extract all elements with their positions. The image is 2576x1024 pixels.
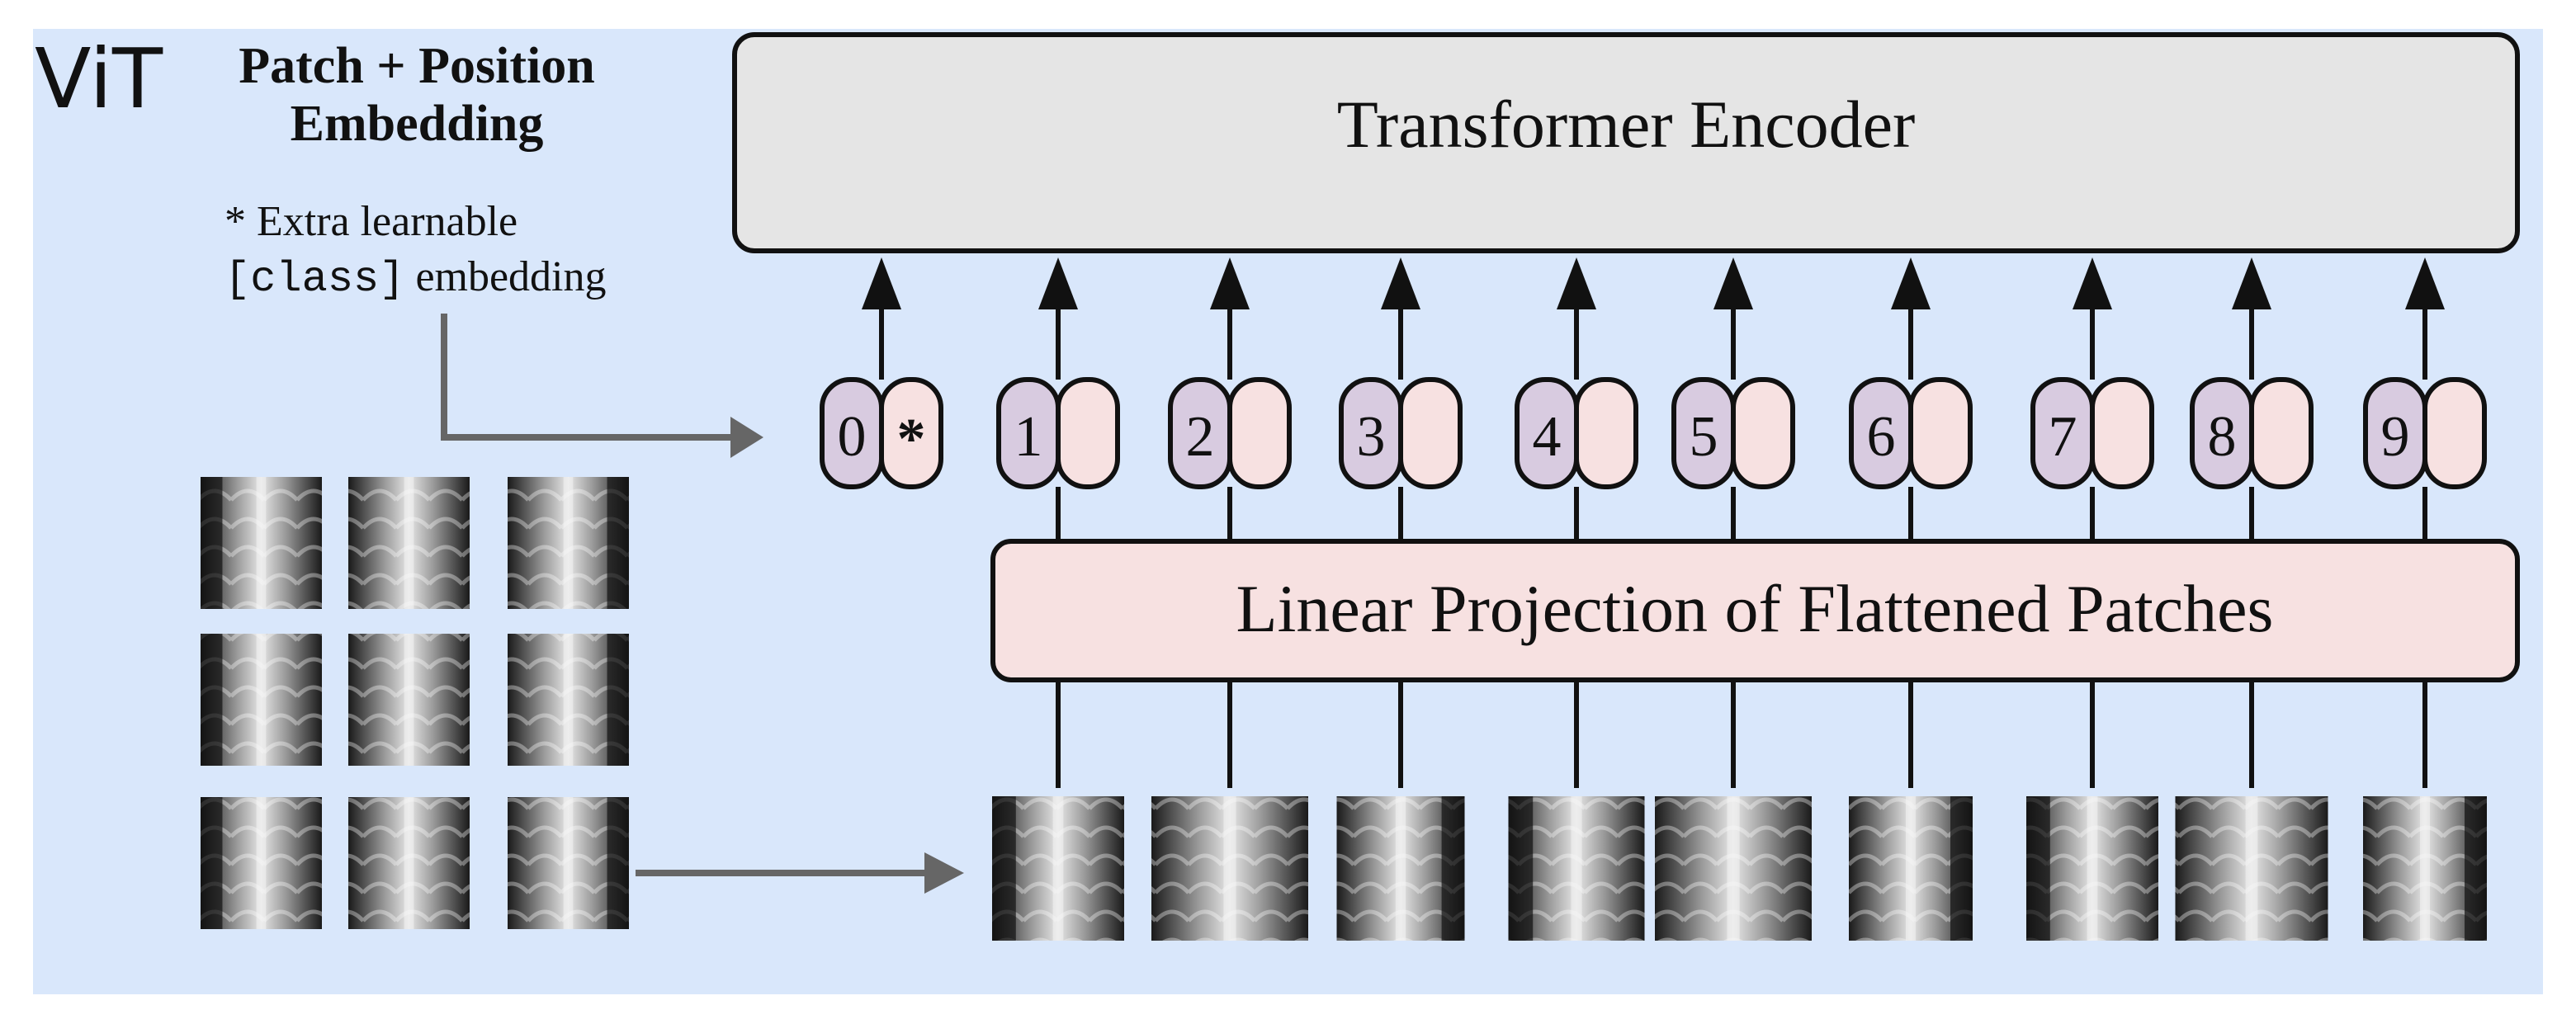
grid-patch-6-icon <box>508 634 629 766</box>
flattened-patch-6-icon <box>1849 796 1973 941</box>
grid-patch-1-icon <box>201 477 322 609</box>
flattened-patch-4-icon <box>1508 796 1645 941</box>
token-arrowhead-1 <box>1038 257 1078 309</box>
token-4: 4 <box>1515 257 1638 788</box>
flattened-patch-7-icon <box>2026 796 2158 941</box>
position-label-2: 2 <box>1186 405 1215 469</box>
token-3: 3 <box>1339 257 1463 788</box>
token-6: 6 <box>1849 257 1973 788</box>
class-embedding-arrowhead <box>730 417 763 458</box>
position-label-8: 8 <box>2208 405 2237 469</box>
token-arrowhead-4 <box>1557 257 1596 309</box>
patch-embedding-9 <box>2422 377 2487 489</box>
flatten-arrowhead <box>924 852 964 894</box>
legend-note-rest: embedding <box>404 253 606 300</box>
transformer-encoder-label: Transformer Encoder <box>1337 87 1916 162</box>
token-arrowhead-2 <box>1210 257 1250 309</box>
patch-embedding-2 <box>1227 377 1292 489</box>
token-1: 1 <box>996 257 1120 788</box>
grid-patch-4-icon <box>201 634 322 766</box>
linear-projection-box <box>990 539 2520 682</box>
position-label-5: 5 <box>1690 405 1718 469</box>
patch-embedding-0 <box>879 377 943 489</box>
token-arrowhead-8 <box>2232 257 2271 309</box>
grid-patch-9-icon <box>508 797 629 929</box>
vit-logo: ViT <box>35 31 163 127</box>
patch-embedding-1 <box>1056 377 1120 489</box>
flattened-patch-1-icon <box>992 796 1124 941</box>
flattened-patch-8-icon <box>2175 796 2328 941</box>
token-arrowhead-5 <box>1713 257 1753 309</box>
token-8: 8 <box>2190 257 2314 788</box>
patch-embedding-5 <box>1731 377 1795 489</box>
token-5: 5 <box>1671 257 1795 788</box>
token-2: 2 <box>1168 257 1292 788</box>
patch-embedding-6 <box>1908 377 1973 489</box>
grid-patch-3-icon <box>508 477 629 609</box>
token-arrowhead-9 <box>2405 257 2445 309</box>
token-0: 0* <box>820 257 943 489</box>
token-arrowhead-0 <box>862 257 901 309</box>
patch-embedding-4 <box>1574 377 1638 489</box>
patch-embedding-7 <box>2090 377 2154 489</box>
flattened-patch-5-icon <box>1655 796 1812 941</box>
legend-note-line1: * Extra learnable <box>225 198 518 245</box>
token-arrowhead-3 <box>1381 257 1420 309</box>
flattened-patch-9-icon <box>2363 796 2487 941</box>
token-7: 7 <box>2030 257 2154 788</box>
patch-embedding-8 <box>2249 377 2314 489</box>
token-arrowhead-7 <box>2073 257 2112 309</box>
class-embedding-arrow <box>441 314 730 441</box>
flattened-patch-2-icon <box>1151 796 1308 941</box>
flattened-patch-3-icon <box>1336 796 1465 941</box>
position-label-3: 3 <box>1357 405 1386 469</box>
transformer-encoder-box <box>732 32 2520 253</box>
grid-patch-8-icon <box>348 797 470 929</box>
legend-note-line2: [class] embedding <box>225 253 607 304</box>
token-9: 9 <box>2363 257 2487 788</box>
position-label-4: 4 <box>1533 405 1562 469</box>
class-token-marker: * <box>897 408 926 471</box>
position-label-9: 9 <box>2381 405 2410 469</box>
position-label-0: 0 <box>838 405 867 469</box>
legend-title-line2: Embedding <box>291 96 544 152</box>
legend-title-line1: Patch + Position <box>239 38 594 94</box>
token-arrowhead-6 <box>1891 257 1931 309</box>
position-label-6: 6 <box>1867 405 1896 469</box>
grid-patch-2-icon <box>348 477 470 609</box>
grid-patch-7-icon <box>201 797 322 929</box>
input-image-patch-grid <box>201 477 629 929</box>
position-label-7: 7 <box>2049 405 2077 469</box>
flattened-patch-row <box>992 796 2487 941</box>
class-token-code: [class] <box>225 255 404 304</box>
position-label-1: 1 <box>1014 405 1043 469</box>
linear-projection-label: Linear Projection of Flattened Patches <box>1236 571 2274 646</box>
grid-patch-5-icon <box>348 634 470 766</box>
patch-embedding-3 <box>1398 377 1463 489</box>
